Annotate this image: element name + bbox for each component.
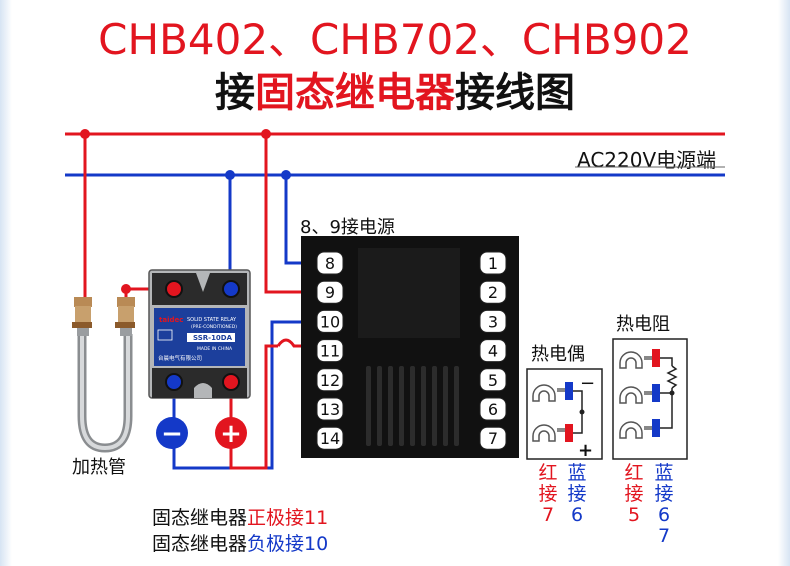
left-edge-shade (0, 0, 12, 566)
terminal-9-wire (264, 134, 318, 294)
vent-slot (410, 366, 415, 446)
thermocouple-title: 热电偶 (531, 344, 585, 365)
ssr-model: SSR-10DA (193, 334, 233, 342)
thermocouple-connector (526, 368, 603, 460)
ssr-minus-indicator (156, 417, 188, 449)
ssr-load-terminal-2 (222, 280, 240, 298)
terminal-label: 1 (488, 254, 498, 273)
vent-grille (366, 366, 459, 446)
vent-slot (366, 366, 371, 446)
terminal-label: 5 (488, 371, 498, 390)
terminal-label: 4 (488, 342, 498, 361)
ssr-plus-indicator (215, 417, 247, 449)
terminal-label: 2 (488, 283, 498, 302)
page-title: CHB402、CHB702、CHB902 (98, 15, 692, 64)
rtd-title: 热电阻 (616, 314, 670, 335)
terminal-3: 3 (479, 309, 507, 333)
terminal-label: 7 (488, 429, 498, 448)
terminal-label: 9 (325, 283, 335, 302)
ssr-type-line1: SOLID STATE RELAY (187, 317, 237, 323)
thermocouple-minus: − (580, 373, 595, 394)
vent-slot (443, 366, 448, 446)
terminal-5: 5 (479, 368, 507, 392)
rtd-connector (612, 338, 688, 460)
terminal-label: 14 (320, 429, 340, 448)
terminal-2: 2 (479, 280, 507, 304)
note-positive: 固态继电器正极接11 (152, 507, 329, 529)
ssr-minus-sign: − (161, 419, 183, 449)
terminal-12: 12 (316, 368, 344, 392)
terminal-label: 13 (320, 400, 340, 419)
vent-slot (399, 366, 404, 446)
terminal-1: 1 (479, 251, 507, 275)
terminal-14: 14 (316, 426, 344, 450)
thermocouple-plus: + (578, 440, 593, 461)
terminal-6: 6 (479, 397, 507, 421)
terminal-label: 12 (320, 371, 340, 390)
right-edge-shade (778, 0, 790, 566)
terminal-label: 8 (325, 254, 335, 273)
heater-label: 加热管 (72, 457, 126, 478)
vent-slot (388, 366, 393, 446)
ssr-maker: 台晨电气有限公司 (158, 354, 202, 362)
terminal-7: 7 (479, 426, 507, 450)
ssr-load-terminal-1 (165, 280, 183, 298)
ssr-type-line2: (PRE-CONDITIONED) (191, 324, 237, 330)
wire-crossover-hop (276, 338, 318, 348)
terminal-13: 13 (316, 397, 344, 421)
page-subtitle: 接固态继电器接线图 (215, 70, 575, 116)
vent-slot (377, 366, 382, 446)
ssr-brand: taidec (159, 316, 183, 324)
terminal-label: 6 (488, 400, 498, 419)
left-terminal-block: 8 9 10 11 12 13 14 (316, 251, 344, 450)
heater-element (72, 297, 135, 453)
terminal-4: 4 (479, 339, 507, 363)
terminal-label: 3 (488, 312, 498, 331)
power-source-label: AC220V电源端 (577, 148, 717, 172)
ssr-made-in: MADE IN CHINA (197, 346, 233, 352)
terminal-9: 9 (316, 280, 344, 304)
ssr-plus-sign: + (220, 419, 242, 449)
ssr-dc-plus-terminal (222, 373, 240, 391)
vent-slot (421, 366, 426, 446)
terminal-label: 11 (320, 342, 340, 361)
terminal-10: 10 (316, 309, 344, 333)
solid-state-relay (148, 269, 251, 399)
vent-slot (432, 366, 437, 446)
terminal-label: 10 (320, 312, 340, 331)
power-terminals-note: 8、9接电源 (300, 217, 395, 238)
note-negative: 固态继电器负极接10 (152, 533, 329, 555)
right-terminal-block: 1 2 3 4 5 6 7 (479, 251, 507, 450)
vent-slot (454, 366, 459, 446)
ssr-dc-minus-terminal (165, 373, 183, 391)
terminal-11: 11 (316, 339, 344, 363)
terminal-8: 8 (316, 251, 344, 275)
